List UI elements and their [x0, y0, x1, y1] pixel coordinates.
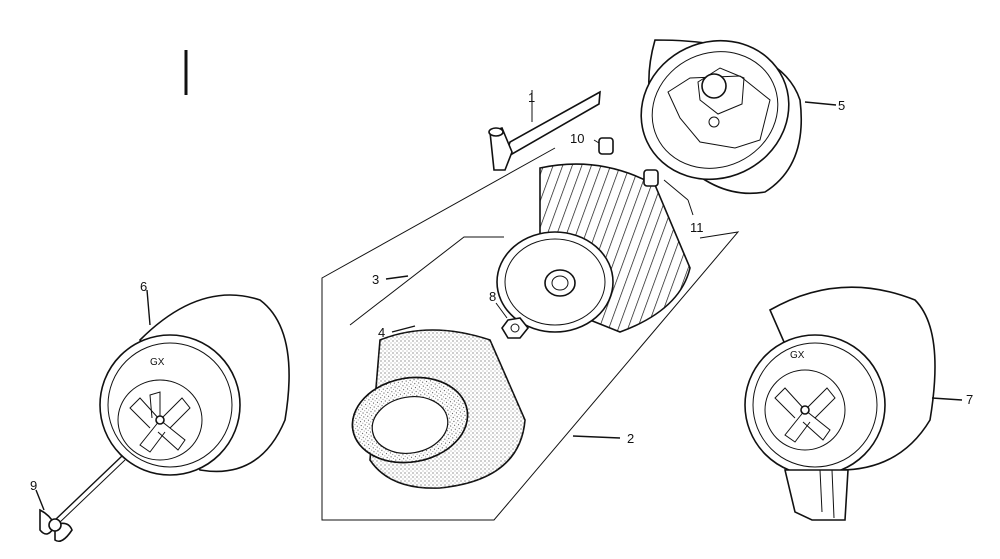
part-6-cover: GX — [99, 289, 290, 476]
part-5-case — [640, 39, 837, 195]
part-8-nut — [495, 302, 530, 339]
part-7-cover-duct: GX — [744, 286, 963, 521]
part-10-nut — [593, 137, 614, 155]
leader-4 — [391, 325, 416, 333]
callout-8: 8 — [489, 289, 496, 304]
callout-4: 4 — [378, 325, 385, 340]
part-11-nut — [643, 169, 694, 216]
callout-1: 1 — [528, 90, 535, 105]
callout-6: 6 — [140, 279, 147, 294]
svg-text:GX: GX — [150, 357, 165, 368]
callout-2: 2 — [627, 431, 634, 446]
filter-bracket — [349, 236, 504, 326]
assembly-bracket — [321, 147, 740, 521]
callout-11: 11 — [690, 220, 704, 235]
callout-3: 3 — [372, 272, 379, 287]
part-3-filter-element — [496, 163, 691, 333]
part-9-wing-bolt — [35, 455, 126, 543]
leader-3 — [385, 275, 409, 280]
callout-10: 10 — [570, 131, 584, 146]
callout-5: 5 — [838, 98, 845, 113]
callout-7: 7 — [966, 392, 973, 407]
leader-2 — [572, 435, 621, 439]
svg-text:GX: GX — [790, 350, 805, 361]
part-1-rod — [488, 90, 601, 171]
callout-9: 9 — [30, 478, 37, 493]
part-4-foam-filter — [351, 329, 526, 489]
